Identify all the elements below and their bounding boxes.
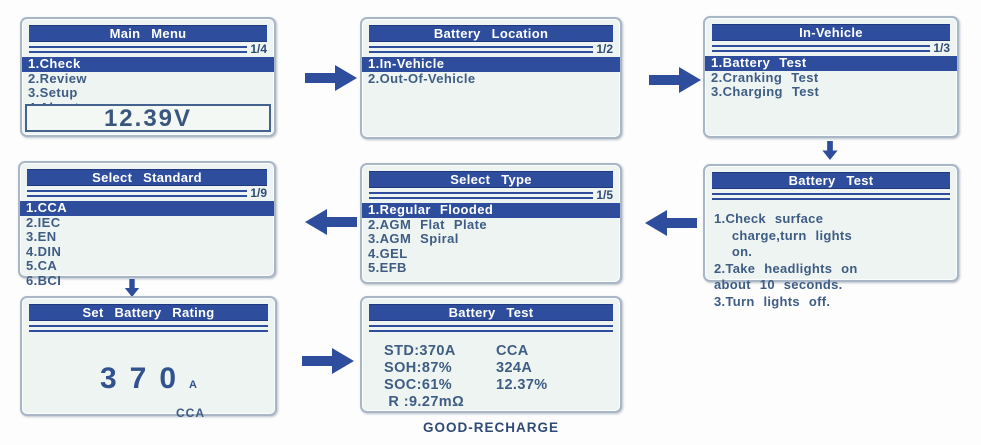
- title-rule: [712, 191, 950, 202]
- screen-in-vehicle: In-Vehicle 1/3 1.Battery Test 2.Cranking…: [703, 16, 959, 138]
- title-rule: 1/5: [369, 188, 613, 202]
- menu-item-regular-flooded[interactable]: 1.Regular Flooded: [362, 202, 620, 218]
- screen-main-menu: Main Menu 1/4 1.Check 2.Review 3.Setup 4…: [20, 17, 276, 137]
- title-rule: 1/4: [29, 42, 267, 56]
- flow-arrow-down-2: [124, 279, 140, 297]
- menu-item-cranking-test[interactable]: 2.Cranking Test: [711, 69, 819, 85]
- double-rule: [712, 193, 950, 200]
- screen-set-battery-rating: Set Battery Rating 370A CCA: [20, 296, 277, 420]
- screen-select-standard: Select Standard 1/9 1.CCA 2.IEC 3.EN 4.D…: [18, 161, 276, 287]
- flow-arrow-left-2: [645, 210, 697, 236]
- result-label: R :9.27mΩ: [384, 394, 465, 410]
- page-indicator: 1/3: [933, 41, 950, 55]
- menu-list: 1.In-Vehicle 2.Out-Of-Vehicle: [362, 56, 620, 86]
- screen-title: Select Standard: [27, 169, 267, 186]
- instruction-line: about 10 seconds.: [714, 277, 843, 292]
- instruction-line: on.: [714, 244, 753, 259]
- voltage-readout: 12.39V: [25, 104, 271, 132]
- menu-item-iec[interactable]: 2.IEC: [26, 214, 61, 230]
- menu-list: 1.CCA 2.IEC 3.EN 4.DIN 5.CA 6.BCI: [20, 200, 274, 288]
- flow-arrow-right-1: [305, 65, 357, 91]
- double-rule: [369, 192, 594, 199]
- flow-arrow-right-2: [649, 67, 701, 93]
- screen-title: Battery Test: [369, 304, 613, 321]
- result-label: SOH:87%: [384, 360, 453, 376]
- menu-item-in-vehicle[interactable]: 1.In-Vehicle: [362, 56, 620, 72]
- menu-list: 1.Battery Test 2.Cranking Test 3.Chargin…: [705, 55, 957, 100]
- menu-item-ca[interactable]: 5.CA: [26, 258, 58, 273]
- double-rule: [29, 325, 268, 332]
- screen-title: Set Battery Rating: [29, 304, 268, 321]
- rating-value[interactable]: 370: [99, 362, 190, 395]
- result-row-std: STD:370A CCA: [384, 343, 620, 360]
- double-rule: [712, 45, 931, 52]
- flow-arrow-left-1: [305, 209, 357, 235]
- menu-item-agm-spiral[interactable]: 3.AGM Spiral: [368, 231, 459, 246]
- result-label: STD:370A: [384, 343, 456, 359]
- page-indicator: 1/9: [250, 186, 267, 200]
- result-row-soh: SOH:87% 324A: [384, 360, 620, 377]
- menu-item-cca[interactable]: 1.CCA: [20, 200, 274, 216]
- title-rule: [369, 323, 613, 334]
- title-rule: 1/2: [369, 42, 613, 56]
- test-verdict: GOOD-RECHARGE: [422, 420, 559, 435]
- menu-item-agm-flat-plate[interactable]: 2.AGM Flat Plate: [368, 216, 487, 232]
- page-indicator: 1/4: [250, 42, 267, 56]
- result-value: CCA: [496, 343, 529, 359]
- result-value: 12.37%: [496, 377, 548, 393]
- screen-battery-test-result: Battery Test STD:370A CCA SOH:87% 324A S…: [360, 296, 622, 435]
- page-indicator: 1/5: [596, 188, 613, 202]
- rating-unit: A: [189, 379, 197, 391]
- instruction-list: 1.Check surface charge,turn lights on. 2…: [714, 211, 957, 310]
- screen-battery-test-steps: Battery Test 1.Check surface charge,turn…: [703, 164, 959, 309]
- menu-item-setup[interactable]: 3.Setup: [28, 85, 78, 100]
- result-table: STD:370A CCA SOH:87% 324A SOC:61% 12.37%…: [384, 343, 620, 411]
- instruction-line: 3.Turn lights off.: [714, 293, 831, 309]
- menu-item-out-of-vehicle[interactable]: 2.Out-Of-Vehicle: [368, 70, 476, 86]
- menu-list: 1.Regular Flooded 2.AGM Flat Plate 3.AGM…: [362, 202, 620, 276]
- menu-item-check[interactable]: 1.Check: [22, 56, 274, 72]
- screen-title: Select Type: [369, 171, 613, 188]
- result-row-resistance: R :9.27mΩ: [384, 394, 620, 411]
- screen-select-type: Select Type 1/5 1.Regular Flooded 2.AGM …: [360, 163, 622, 284]
- menu-item-battery-test[interactable]: 1.Battery Test: [705, 55, 957, 71]
- menu-item-charging-test[interactable]: 3.Charging Test: [711, 84, 820, 99]
- double-rule: [27, 190, 248, 197]
- screen-title: In-Vehicle: [712, 24, 950, 41]
- page-indicator: 1/2: [596, 42, 613, 56]
- title-rule: 1/9: [27, 186, 267, 200]
- menu-item-en[interactable]: 3.EN: [26, 229, 57, 244]
- double-rule: [29, 46, 248, 53]
- result-label: SOC:61%: [384, 377, 453, 393]
- instruction-line: 2.Take headlights on: [714, 260, 858, 276]
- double-rule: [369, 325, 613, 332]
- title-rule: 1/3: [712, 41, 950, 55]
- menu-item-din[interactable]: 4.DIN: [26, 243, 62, 259]
- menu-item-efb[interactable]: 5.EFB: [368, 260, 407, 275]
- screen-title: Battery Test: [712, 172, 950, 189]
- menu-item-gel[interactable]: 4.GEL: [368, 245, 408, 261]
- screen-title: Main Menu: [29, 25, 267, 42]
- rating-standard: CCA: [176, 406, 205, 420]
- result-value: 324A: [496, 360, 533, 376]
- instruction-line: charge,turn lights: [714, 227, 853, 243]
- flow-arrow-right-3: [302, 348, 354, 374]
- screen-title: Battery Location: [369, 25, 613, 42]
- title-rule: [29, 323, 268, 334]
- rating-line: 370A: [22, 362, 275, 396]
- instruction-line: 1.Check surface: [714, 211, 824, 226]
- menu-item-bci[interactable]: 6.BCI: [26, 272, 62, 288]
- double-rule: [369, 46, 594, 53]
- screen-battery-location: Battery Location 1/2 1.In-Vehicle 2.Out-…: [360, 17, 622, 139]
- result-row-soc: SOC:61% 12.37%: [384, 377, 620, 394]
- flow-arrow-down-1: [822, 141, 838, 160]
- menu-item-review[interactable]: 2.Review: [28, 70, 87, 86]
- menu-list: 1.Check 2.Review 3.Setup 4.About: [22, 56, 274, 115]
